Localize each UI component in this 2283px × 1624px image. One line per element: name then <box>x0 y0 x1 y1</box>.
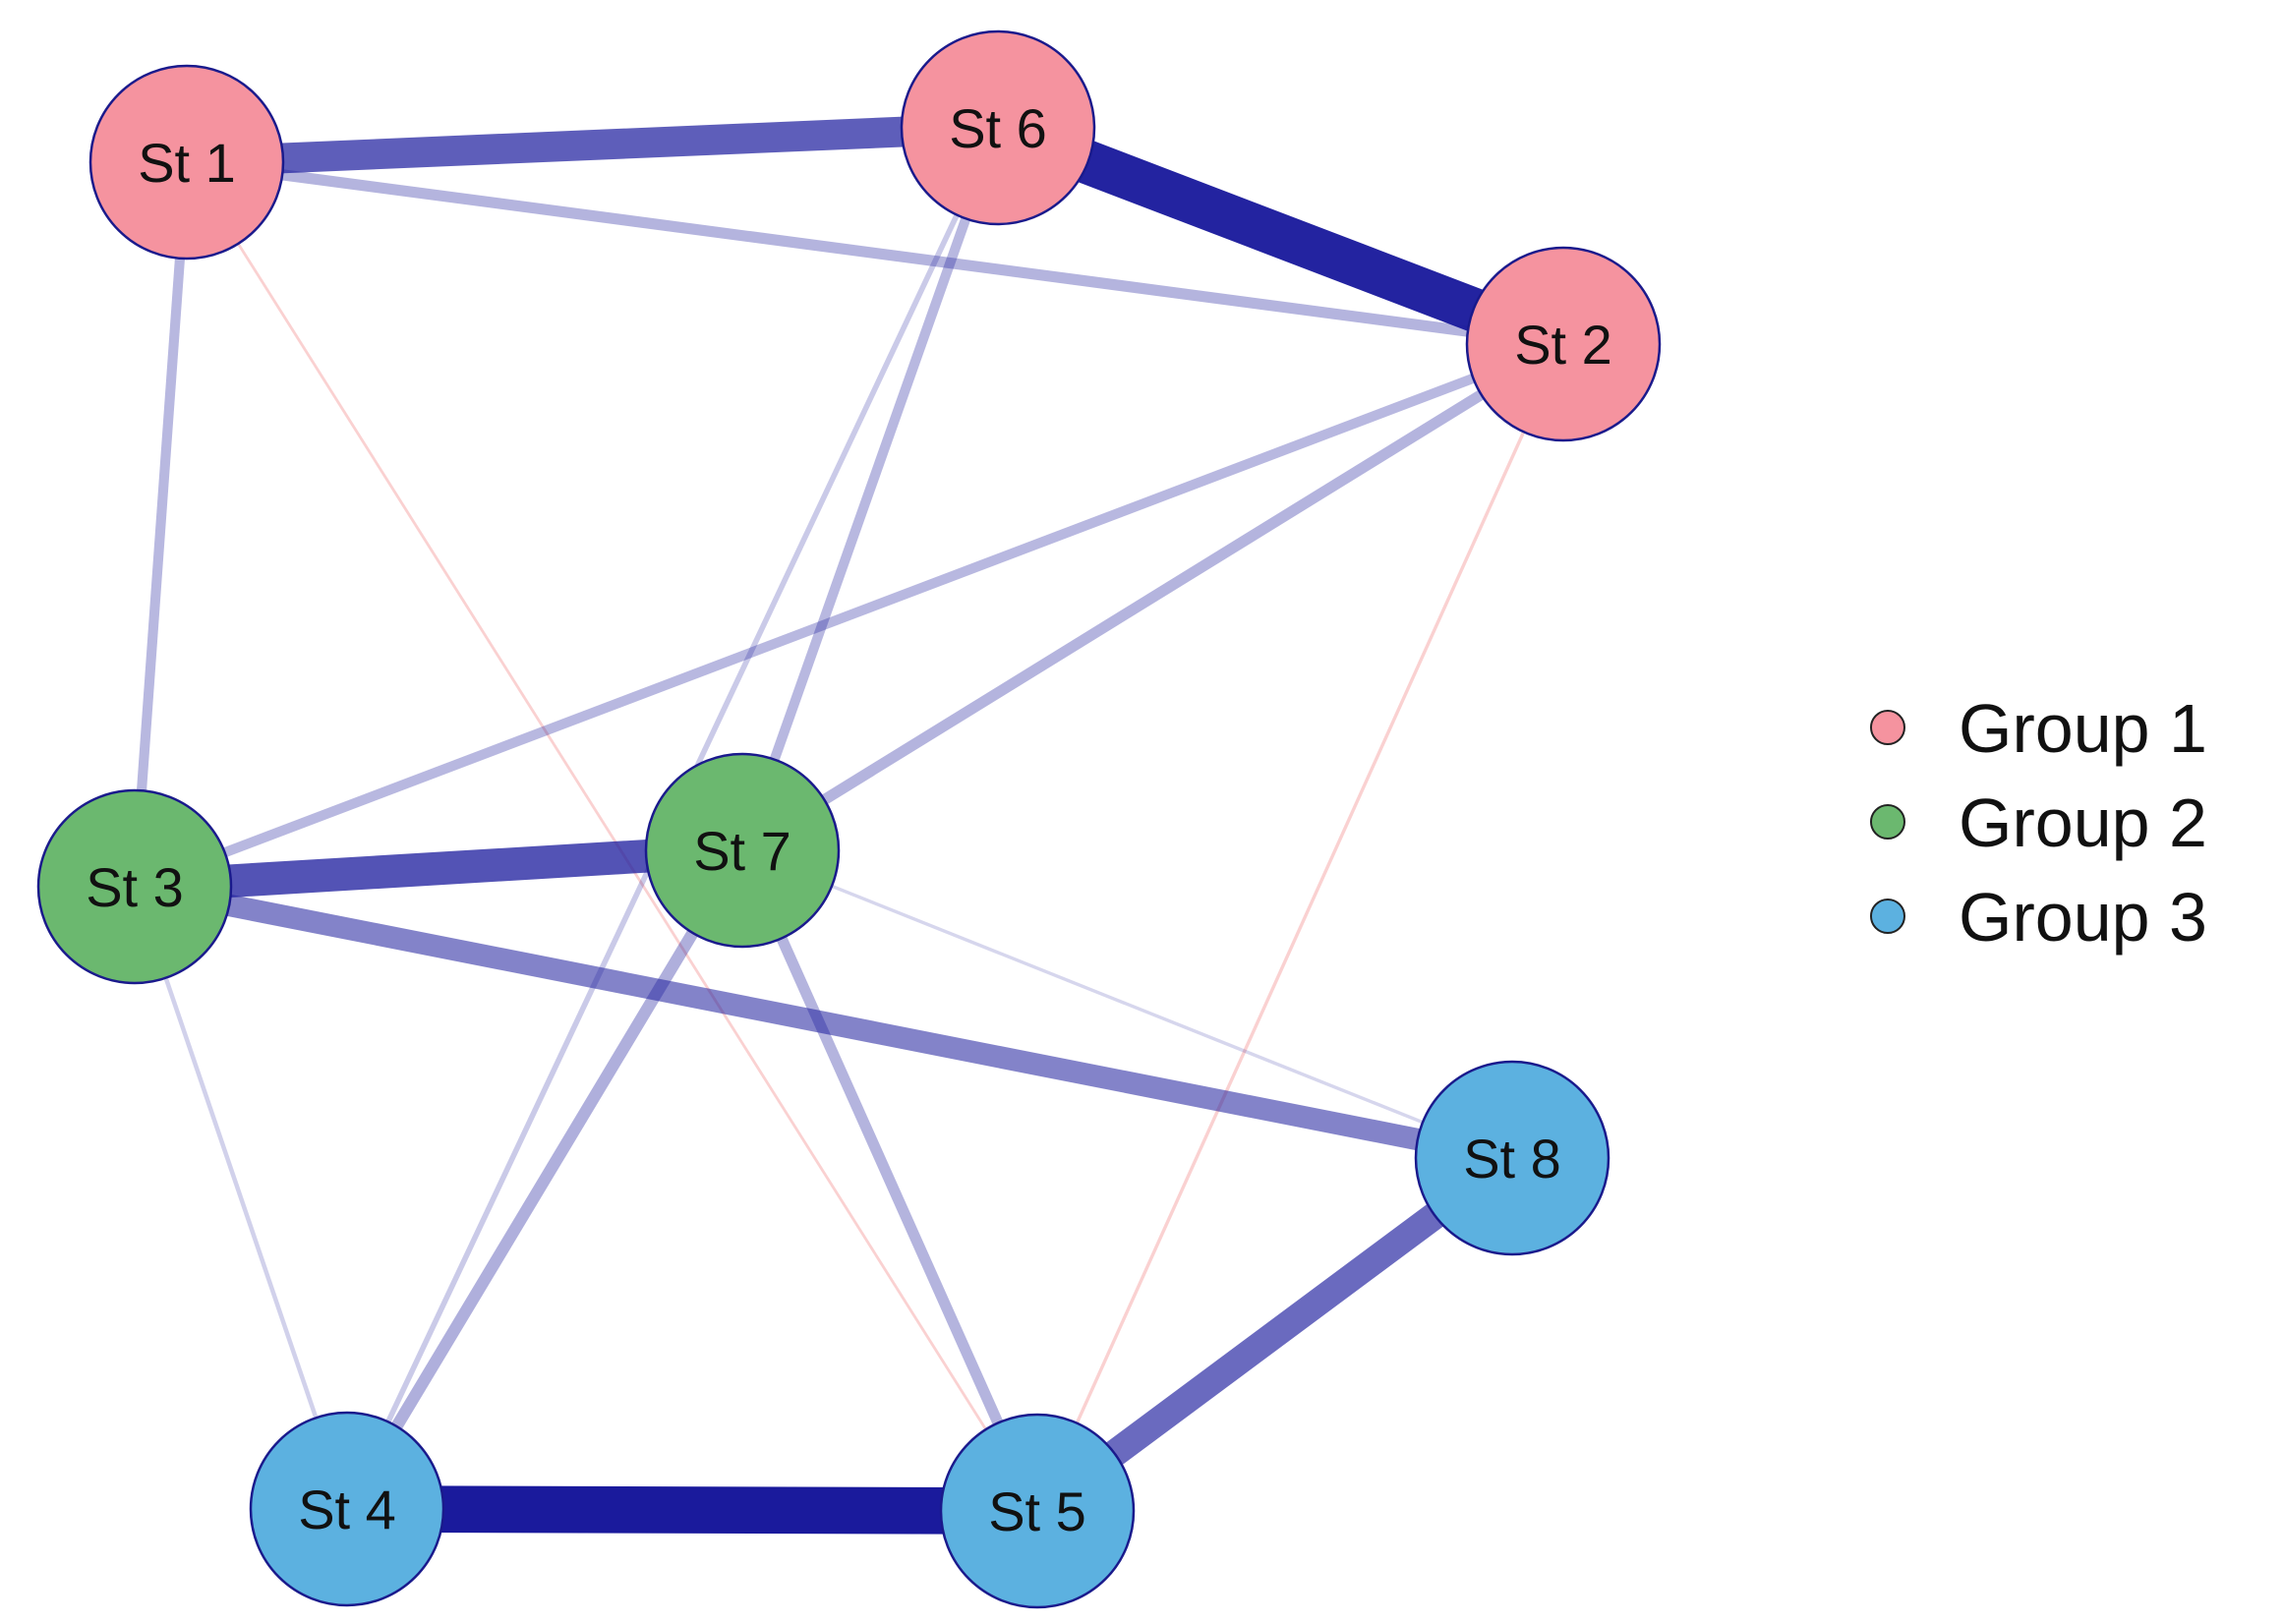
node-circle <box>939 1413 1136 1609</box>
edge-st3-st4 <box>132 886 350 1510</box>
edge-st2-st5 <box>1035 343 1565 1512</box>
legend-swatch <box>1870 710 1905 745</box>
legend: Group 1 Group 2 Group 3 <box>1870 690 2207 956</box>
node-label: St 3 <box>86 856 184 918</box>
node-label: St 1 <box>138 132 236 194</box>
node-label: St 7 <box>693 820 791 882</box>
node-circle <box>900 29 1096 226</box>
edge-st7-st4 <box>341 846 748 1513</box>
legend-item-group2: Group 2 <box>1870 784 2207 861</box>
edge-st1-st6 <box>186 112 999 178</box>
legend-label: Group 3 <box>1959 879 2207 956</box>
node-circle <box>249 1411 445 1607</box>
edge-st2-st7 <box>739 339 1566 855</box>
edge-st2-st3 <box>133 339 1565 892</box>
edge-st6-st2 <box>989 107 1572 365</box>
legend-swatch <box>1870 804 1905 840</box>
node-circle <box>36 788 233 985</box>
edge-st8-st5 <box>1028 1146 1521 1523</box>
node-label: St 6 <box>949 97 1047 159</box>
node-st1: St 1 <box>88 64 285 261</box>
legend-label: Group 1 <box>1959 690 2207 767</box>
edge-st4-st5 <box>346 1485 1038 1535</box>
legend-item-group1: Group 1 <box>1870 690 2207 767</box>
legend-swatch <box>1870 899 1905 934</box>
node-st4: St 4 <box>249 1411 445 1607</box>
edge-st6-st7 <box>737 126 1003 852</box>
node-label: St 8 <box>1463 1128 1561 1189</box>
legend-item-group3: Group 3 <box>1870 879 2207 956</box>
node-circle <box>88 64 285 261</box>
node-circle <box>644 752 841 949</box>
node-st7: St 7 <box>644 752 841 949</box>
edge-layer <box>129 107 1572 1535</box>
node-st8: St 8 <box>1414 1060 1610 1256</box>
node-st5: St 5 <box>939 1413 1136 1609</box>
node-label: St 2 <box>1514 314 1612 376</box>
edge-st1-st5 <box>185 161 1039 1512</box>
node-label: St 4 <box>298 1479 396 1540</box>
node-st2: St 2 <box>1465 246 1662 442</box>
legend-label: Group 2 <box>1959 784 2207 861</box>
node-st6: St 6 <box>900 29 1096 226</box>
edge-st7-st5 <box>736 847 1043 1514</box>
node-circle <box>1465 246 1662 442</box>
node-circle <box>1414 1060 1610 1256</box>
edge-st1-st2 <box>186 156 1564 350</box>
node-st3: St 3 <box>36 788 233 985</box>
node-label: St 5 <box>988 1480 1086 1542</box>
edge-st3-st8 <box>132 876 1515 1169</box>
edge-st1-st3 <box>129 161 193 888</box>
edge-st7-st8 <box>741 848 1513 1160</box>
node-layer: St 1 St 6 St 2 St 3 St 7 St 8 St 4 St 5 <box>36 29 1662 1609</box>
edge-st3-st7 <box>133 834 744 903</box>
